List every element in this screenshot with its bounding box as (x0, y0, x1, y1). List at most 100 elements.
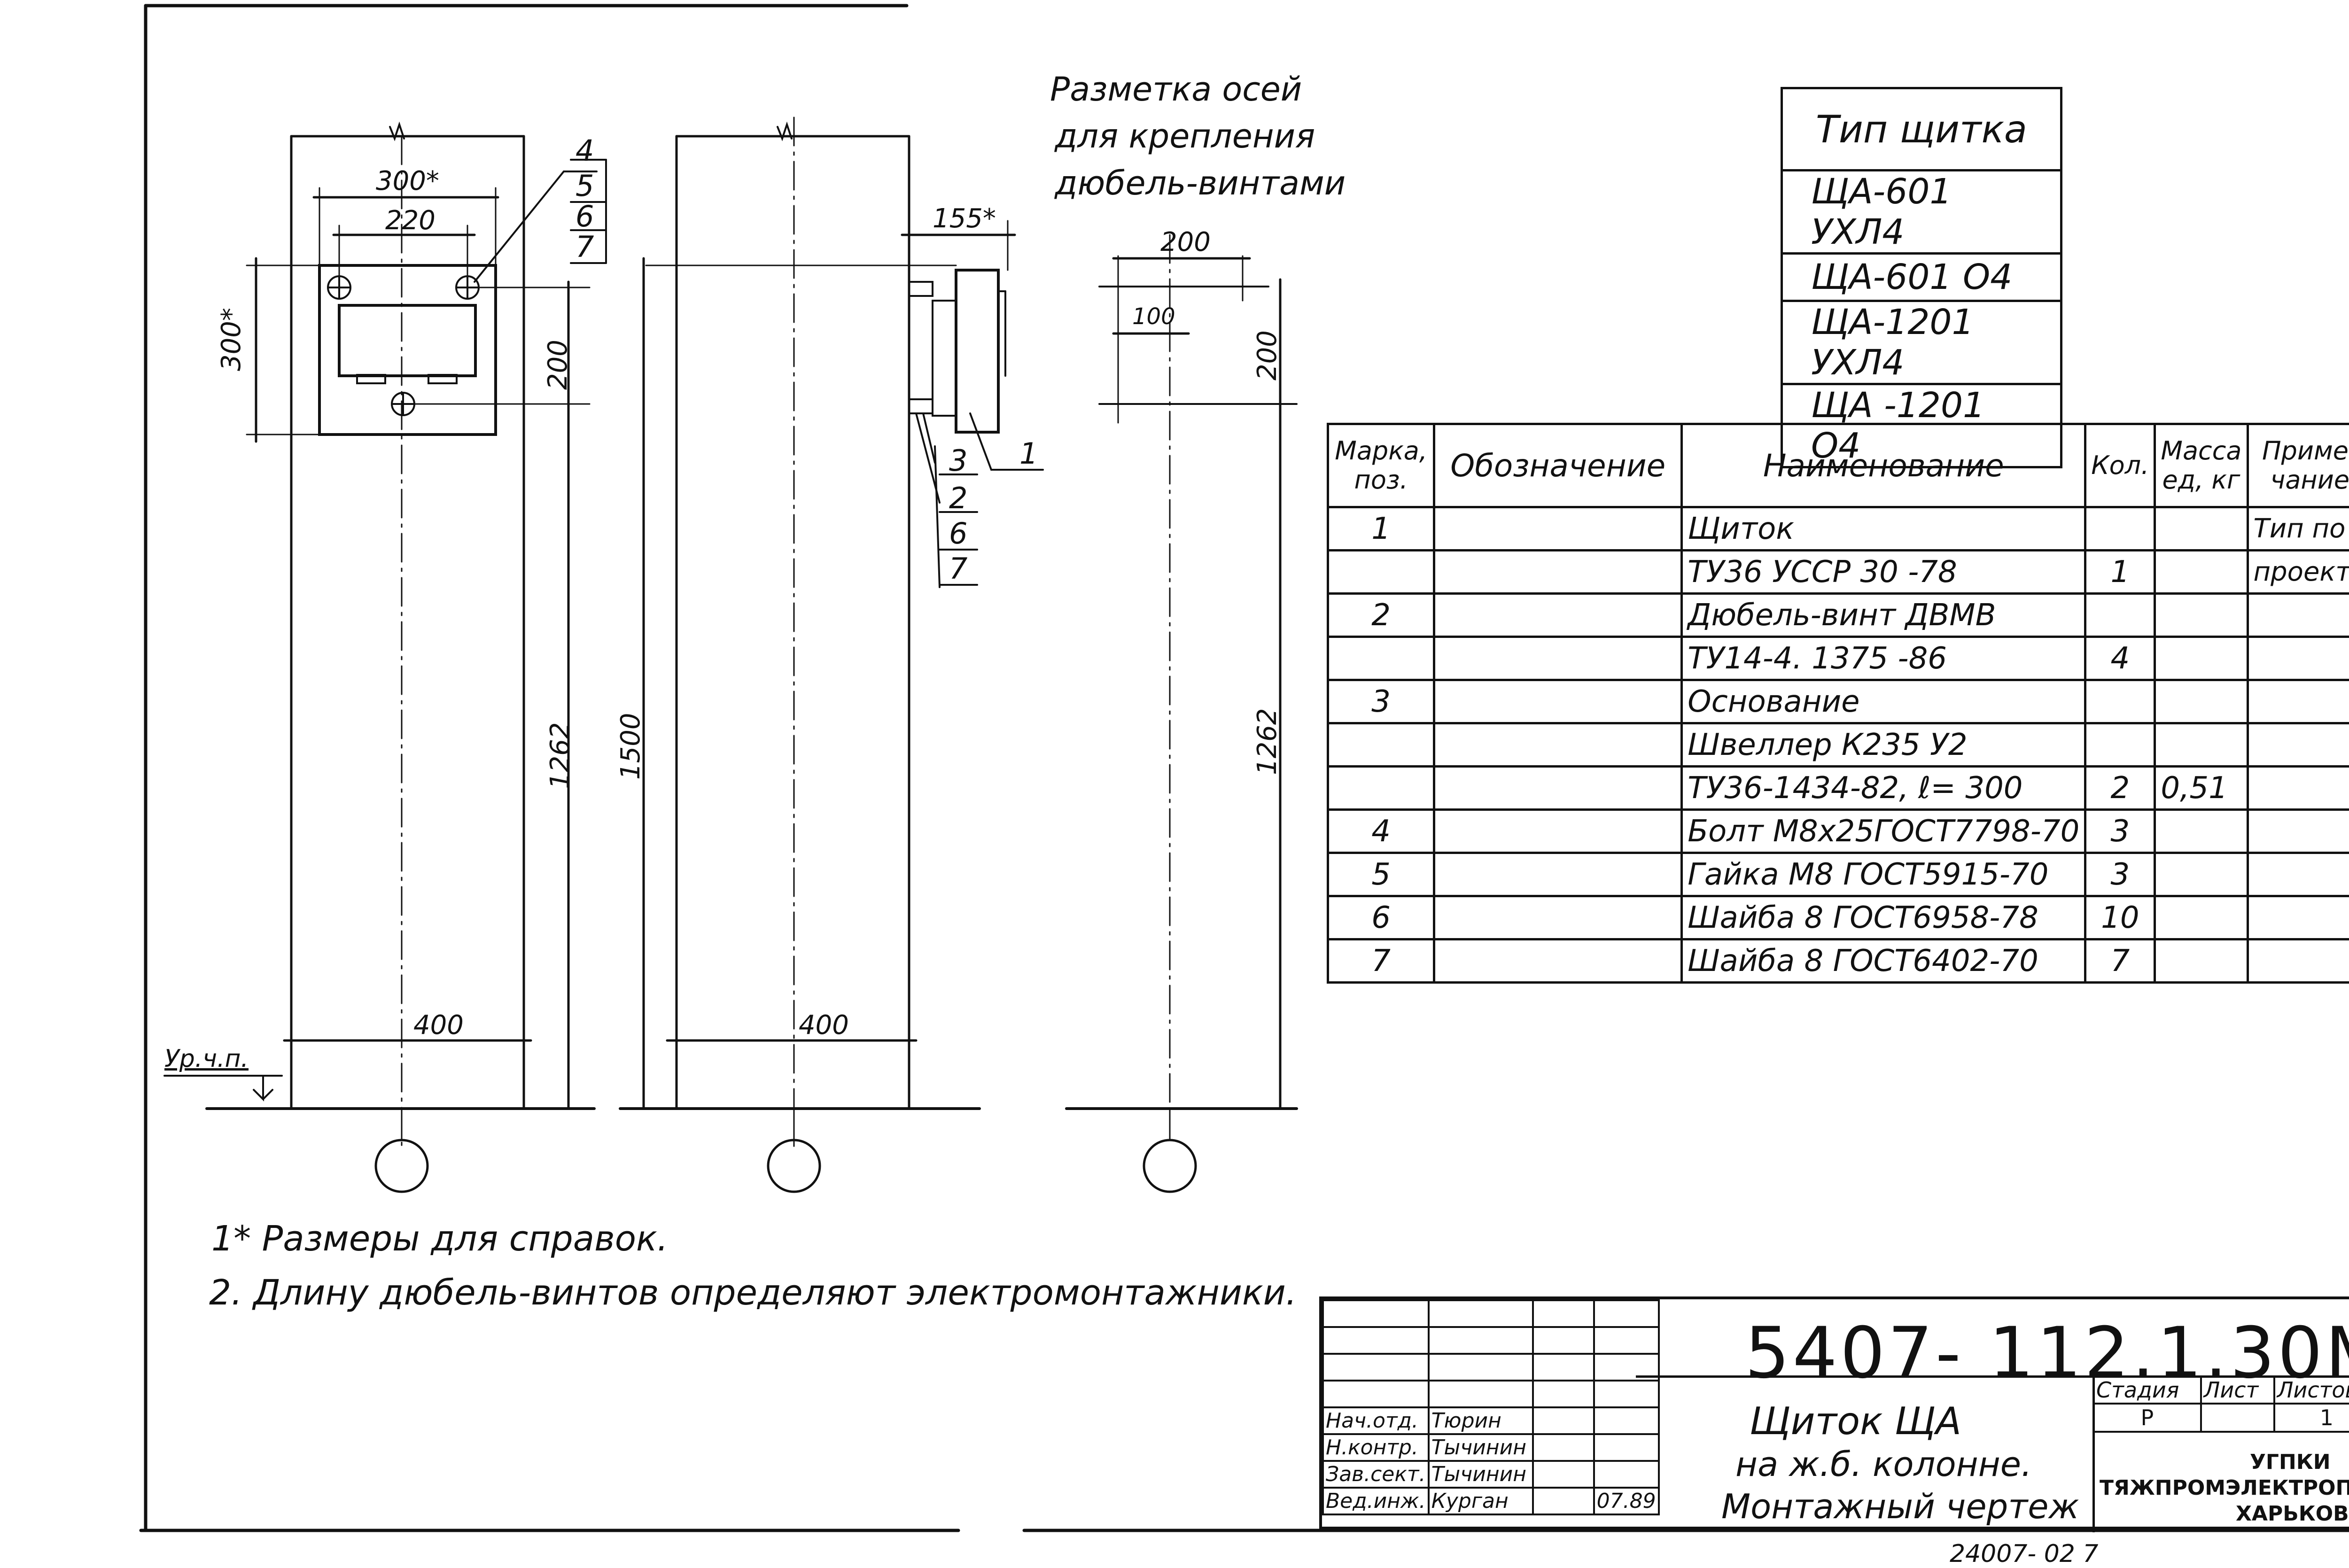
spec-header-note: Приме- чание (2248, 424, 2349, 507)
panel-type-row: ЩА-601 О4 (1782, 254, 2061, 301)
spec-cell-mass (2155, 594, 2248, 637)
spec-cell-designation (1434, 853, 1682, 896)
spec-cell-qty: 10 (2085, 896, 2155, 939)
revision-cell (1594, 1300, 1659, 1327)
spec-cell-designation (1434, 594, 1682, 637)
panel-type-table: Тип щитка ЩА-601 УХЛ4 ЩА-601 О4 ЩА-1201 … (1781, 87, 2062, 468)
dim-side-depth-ref: 155* (933, 206, 996, 232)
staff-name: Тычинин (1429, 1461, 1533, 1488)
callout-side-6: 6 (949, 519, 967, 548)
spec-cell-name: Гайка М8 ГОСТ5915-70 (1682, 853, 2085, 896)
panel-type-row: ЩА-601 УХЛ4 (1782, 171, 2061, 254)
spec-cell-name: Шайба 8 ГОСТ6402-70 (1682, 939, 2085, 983)
header-line: ед, кг (2161, 466, 2241, 495)
sheets-value: 1 (2274, 1404, 2349, 1432)
dim-mark-height: 200 (1254, 330, 1281, 380)
spec-cell-note: Тип по (2248, 507, 2349, 551)
spec-cell-note (2248, 680, 2349, 723)
spec-row: Швеллер К235 У2 (1328, 723, 2349, 767)
spec-cell-name: Швеллер К235 У2 (1682, 723, 2085, 767)
revision-cell (1323, 1381, 1429, 1407)
spec-cell-mark: 3 (1328, 680, 1434, 723)
panel-type-row: ЩА-1201 УХЛ4 (1782, 301, 2061, 384)
stage-label: Стадия (2093, 1376, 2201, 1404)
staff-name: Тюрин (1429, 1407, 1533, 1434)
dim-front-column-width: 400 (413, 1012, 464, 1039)
spec-cell-qty (2085, 594, 2155, 637)
spec-cell-name: ТУ14-4. 1375 -86 (1682, 637, 2085, 680)
callout-6: 6 (576, 202, 594, 231)
header-line: чание (2254, 466, 2349, 495)
callout-side-7: 7 (949, 554, 967, 583)
sheet-value (2201, 1404, 2274, 1432)
header-line: Марка, (1334, 436, 1428, 466)
spec-cell-name: Шайба 8 ГОСТ6958-78 (1682, 896, 2085, 939)
spec-cell-designation (1434, 810, 1682, 853)
spec-cell-note (2248, 896, 2349, 939)
spec-cell-designation (1434, 896, 1682, 939)
callout-side-1: 1 (1019, 439, 1038, 468)
revision-cell (1429, 1381, 1533, 1407)
title-line-1: Щиток ЩА (1750, 1403, 1961, 1440)
spec-header-name: Наименование (1682, 424, 2085, 507)
spec-header-designation: Обозначение (1434, 424, 1682, 507)
header-line: поз. (1334, 466, 1428, 495)
front-view (164, 124, 597, 1192)
spec-cell-mass (2155, 939, 2248, 983)
revision-cell (1429, 1327, 1533, 1354)
note-2: 2. Длину дюбель-винтов определяют электр… (209, 1275, 1297, 1310)
spec-cell-mass (2155, 680, 2248, 723)
spec-cell-qty: 3 (2085, 853, 2155, 896)
spec-cell-mass (2155, 551, 2248, 594)
spec-cell-note (2248, 594, 2349, 637)
revision-cell (1429, 1300, 1533, 1327)
spec-cell-mark: 4 (1328, 810, 1434, 853)
spec-cell-mark: 6 (1328, 896, 1434, 939)
spec-header-row: Марка, поз. Обозначение Наименование Кол… (1328, 424, 2349, 507)
spec-cell-designation (1434, 939, 1682, 983)
revision-cell (1323, 1354, 1429, 1381)
stage-grid: Стадия Лист Листов Р 1 (2092, 1375, 2349, 1433)
spec-cell-mark (1328, 637, 1434, 680)
org-line-1: УГПКИ (2250, 1452, 2331, 1473)
spec-cell-mass (2155, 507, 2248, 551)
spec-cell-mass (2155, 853, 2248, 896)
spec-cell-mark (1328, 767, 1434, 810)
spec-cell-mass (2155, 637, 2248, 680)
spec-cell-qty: 2 (2085, 767, 2155, 810)
spec-cell-mark: 7 (1328, 939, 1434, 983)
spec-cell-mark: 2 (1328, 594, 1434, 637)
spec-cell-name: Щиток (1682, 507, 2085, 551)
staff-sign (1533, 1488, 1594, 1514)
staff-sign (1533, 1407, 1594, 1434)
spec-cell-note (2248, 637, 2349, 680)
spec-cell-mark: 5 (1328, 853, 1434, 896)
staff-role: Зав.сект. (1323, 1461, 1429, 1488)
sheet-label: Лист (2201, 1376, 2274, 1404)
panel-type-title: Тип щитка (1782, 88, 2061, 171)
callout-boxes (571, 160, 977, 585)
revision-cell (1594, 1327, 1659, 1354)
revision-row (1323, 1327, 1659, 1354)
spec-cell-mass (2155, 810, 2248, 853)
callout-4: 4 (576, 136, 594, 165)
spec-header-mark: Марка, поз. (1328, 424, 1434, 507)
spec-cell-designation (1434, 723, 1682, 767)
spec-cell-name: Болт М8х25ГОСТ7798-70 (1682, 810, 2085, 853)
spec-row: ТУ36 УССР 30 -781проекту (1328, 551, 2349, 594)
spec-cell-designation (1434, 637, 1682, 680)
revision-cell (1594, 1381, 1659, 1407)
spec-cell-name: ТУ36-1434-82, ℓ= 300 (1682, 767, 2085, 810)
spec-cell-mass (2155, 896, 2248, 939)
staff-sign (1533, 1434, 1594, 1461)
dim-mark-height-floor: 1262 (1254, 708, 1281, 775)
